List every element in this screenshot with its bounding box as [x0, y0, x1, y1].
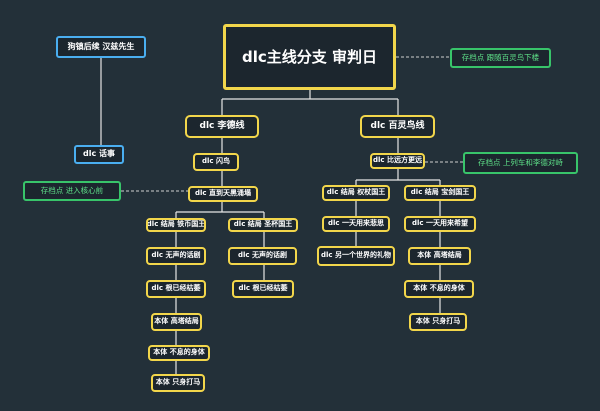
- branch-bailing: dlc 百灵鸟线: [360, 115, 435, 138]
- root-node: dlc主线分支 审判日: [223, 24, 396, 90]
- bailing-item-1: dlc 比远方更远: [370, 153, 425, 169]
- save-note-core: 存档点 进入核心前: [23, 181, 121, 201]
- lide-left-1: dlc 结局 铁币国王: [146, 218, 206, 232]
- lide-left-3: dlc 根已经枯萎: [146, 280, 206, 298]
- save-note-train: 存档点 上列车和李德对峙: [463, 152, 578, 174]
- lide-right-2: dlc 无声的话剧: [228, 247, 297, 265]
- bailing-right-1: dlc 结局 宝剑国王: [404, 185, 476, 201]
- bailing-left-1: dlc 结局 权杖国王: [322, 185, 390, 201]
- bailing-right-5: 本体 只身打马: [409, 313, 467, 331]
- lide-right-3: dlc 根已经枯萎: [232, 280, 294, 298]
- bailing-right-3: 本体 高塔结局: [408, 247, 471, 265]
- connector-root-branches: [221, 89, 399, 115]
- branch-lide: dlc 李德线: [185, 115, 259, 138]
- connector-bailing-split: [355, 169, 441, 185]
- bailing-right-4: 本体 不息的身体: [404, 280, 474, 298]
- bailing-left-3: dlc 另一个世界的礼物: [317, 246, 395, 266]
- lide-left-2: dlc 无声的话剧: [146, 247, 206, 265]
- bailing-right-2: dlc 一天用来希望: [404, 216, 476, 232]
- lide-left-5: 本体 不息的身体: [148, 345, 210, 361]
- note-dlc-talk: dlc 话事: [74, 145, 124, 164]
- lide-left-4: 本体 高塔结局: [151, 313, 202, 331]
- save-note-baiyuan: 存档点 跟随百灵鸟下楼: [450, 48, 551, 68]
- lide-item-1: dlc 闪鸟: [193, 153, 239, 171]
- lide-right-1: dlc 结局 圣杯国王: [228, 218, 298, 232]
- lide-item-2: dlc 直到天黑涌塌: [188, 186, 258, 202]
- connector-lide-split: [175, 202, 265, 218]
- lide-left-6: 本体 只身打马: [151, 374, 205, 392]
- bailing-left-2: dlc 一天用来悲思: [322, 216, 390, 232]
- note-top-left: 狗镇后续 汉兹先生: [56, 36, 146, 58]
